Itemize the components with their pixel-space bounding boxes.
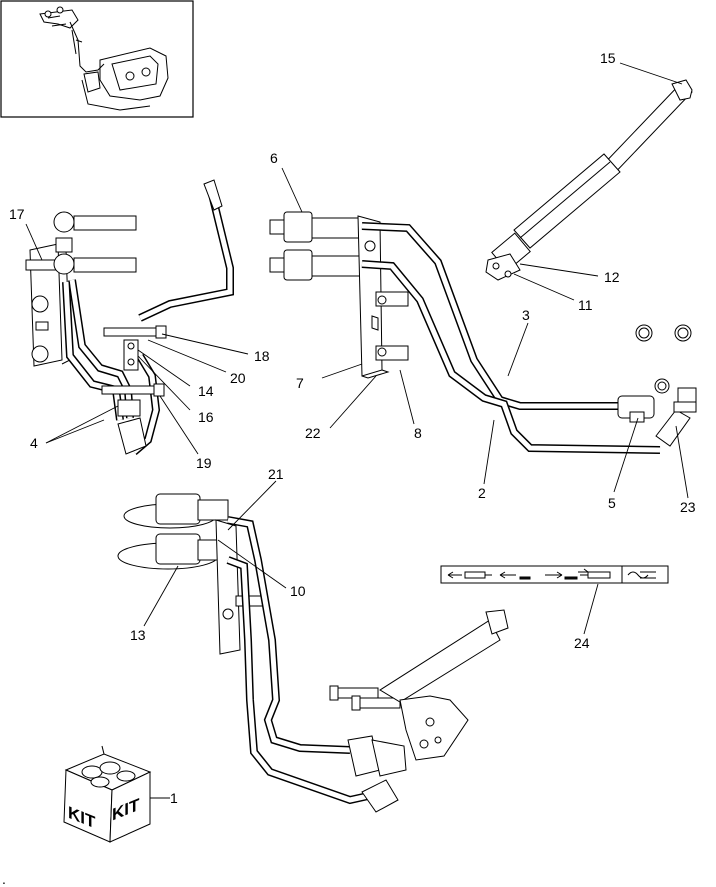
arrow-left-icon	[447, 571, 462, 579]
upper-tubes	[361, 222, 697, 454]
callout-15: 15	[600, 50, 616, 66]
callout-4: 4	[30, 435, 38, 451]
callout-2: 2	[478, 485, 486, 501]
callout-17: 17	[9, 206, 25, 222]
kit-box: KIT KIT	[63, 745, 152, 843]
corner-mark: .	[2, 871, 6, 887]
control-decal	[440, 565, 669, 584]
upper-couplers	[269, 211, 409, 379]
left-valve-bracket	[25, 211, 137, 367]
callout-1: 1	[170, 790, 178, 806]
callout-23: 23	[680, 499, 696, 515]
lower-couplers	[117, 493, 267, 655]
left-hose-lines	[62, 179, 234, 456]
float-icon	[627, 571, 656, 579]
hydraulic-cylinder	[485, 79, 693, 281]
callout-10: 10	[290, 583, 306, 599]
cylinder-extend-icon	[578, 568, 611, 579]
callout-18: 18	[254, 348, 270, 364]
callout-16: 16	[198, 409, 214, 425]
callout-8: 8	[414, 425, 422, 441]
callout-22: 22	[305, 425, 321, 441]
callout-13: 13	[130, 627, 146, 643]
callout-11: 11	[578, 297, 593, 313]
cylinder-retract-icon	[464, 571, 492, 579]
callout-3: 3	[522, 307, 530, 323]
lower-right-bracket	[379, 609, 509, 761]
callout-21: 21	[268, 466, 284, 482]
lower-tubes	[226, 516, 407, 813]
callout-14: 14	[198, 383, 214, 399]
callout-labels: 15 6 17 12 11 3 18 20 7 14 16 22 8 4 19 …	[9, 50, 696, 806]
arrow-left-icon	[499, 571, 516, 579]
callout-7: 7	[296, 375, 304, 391]
leader-lines	[25, 62, 689, 799]
callout-19: 19	[196, 455, 212, 471]
callout-20: 20	[230, 370, 246, 386]
callout-6: 6	[270, 150, 278, 166]
arrow-right-icon	[545, 571, 563, 579]
callout-12: 12	[604, 269, 620, 285]
callout-5: 5	[608, 495, 616, 511]
locator-inset	[0, 0, 194, 118]
callout-24: 24	[574, 635, 590, 651]
